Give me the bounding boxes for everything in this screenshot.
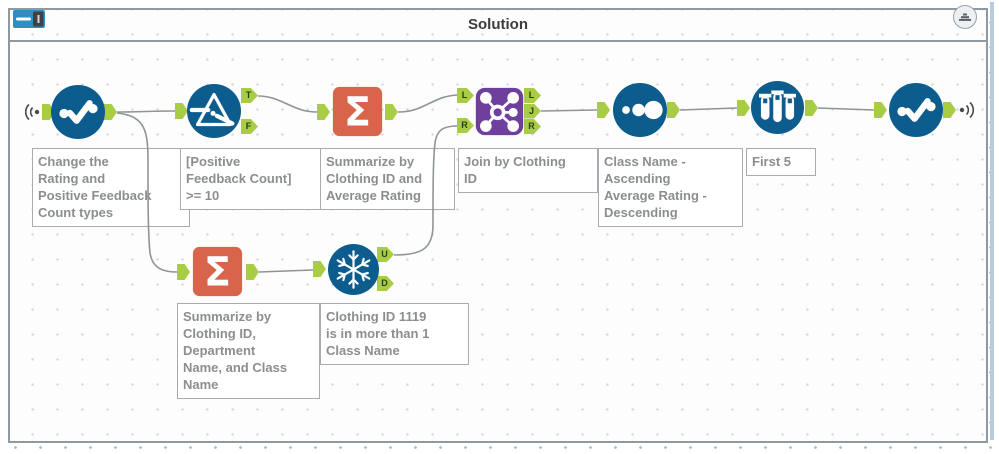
anchor-out-unique-duplicate[interactable]: D: [377, 276, 394, 291]
anchor-out-sort[interactable]: [667, 102, 680, 118]
anchor-out-unique-unique[interactable]: U: [377, 247, 394, 262]
annotation-unique[interactable]: Clothing ID 1119 is in more than 1 Class…: [320, 303, 469, 365]
toggle-switch-icon: [13, 10, 45, 28]
anchor-out-sample[interactable]: [805, 100, 818, 116]
anchor-in-summarize-class[interactable]: [177, 264, 190, 280]
tool-unique[interactable]: [328, 244, 379, 300]
snowflake-icon: [328, 244, 379, 295]
anchor-in-filter[interactable]: [175, 103, 188, 119]
tool-select-initial[interactable]: [51, 85, 105, 144]
anchor-out-select-final[interactable]: [943, 102, 956, 118]
select-icon: [889, 83, 943, 137]
anchor-out-summarize-rating[interactable]: [385, 104, 398, 120]
anchor-in-unique[interactable]: [313, 261, 326, 277]
test-tubes-icon: [751, 81, 804, 134]
anchor-in-select-final[interactable]: [874, 102, 887, 118]
container-collapse-button[interactable]: [953, 5, 977, 29]
annotation-select-initial[interactable]: Change the Rating and Positive Feedback …: [32, 148, 190, 227]
sort-icon: [613, 83, 667, 137]
tool-summarize-class[interactable]: Σ: [191, 245, 244, 303]
join-icon: [475, 87, 524, 136]
anchor-out-filter-false[interactable]: F: [241, 119, 258, 134]
tool-join[interactable]: [474, 86, 525, 142]
container-header[interactable]: Solution: [10, 10, 986, 42]
anchor-out-join-right[interactable]: R: [524, 119, 541, 134]
tool-sort[interactable]: [613, 83, 667, 142]
tool-summarize-rating[interactable]: Σ: [331, 85, 384, 143]
svg-text:Σ: Σ: [204, 250, 231, 296]
annotation-sample[interactable]: First 5: [746, 148, 816, 176]
sigma-icon: Σ: [332, 86, 383, 137]
tool-select-final[interactable]: [889, 83, 943, 142]
annotation-sort[interactable]: Class Name - Ascending Average Rating - …: [598, 148, 743, 227]
anchor-in-summarize-rating[interactable]: [317, 104, 330, 120]
anchor-out-filter-true[interactable]: T: [241, 88, 258, 103]
annotation-summarize-rating[interactable]: Summarize by Clothing ID and Average Rat…: [320, 148, 455, 210]
anchor-out-select-initial[interactable]: [104, 104, 117, 120]
annotation-join[interactable]: Join by Clothing ID: [458, 148, 598, 193]
anchor-in-sort[interactable]: [597, 102, 610, 118]
annotation-filter[interactable]: [Positive Feedback Count] >= 10: [180, 148, 322, 210]
anchor-in-join-right[interactable]: R: [457, 118, 474, 133]
tool-filter[interactable]: [187, 84, 241, 143]
anchor-out-summarize-class[interactable]: [246, 264, 259, 280]
tool-container-solution[interactable]: Solution: [8, 8, 988, 443]
anchor-in-join-left[interactable]: L: [457, 88, 474, 103]
anchor-out-join-join[interactable]: J: [524, 103, 541, 119]
svg-text:Σ: Σ: [344, 90, 371, 136]
annotation-summarize-class[interactable]: Summarize by Clothing ID, Department Nam…: [177, 303, 320, 399]
anchor-out-join-left[interactable]: L: [524, 88, 541, 103]
chevron-up-icon: [959, 13, 971, 21]
container-enable-toggle[interactable]: [13, 10, 45, 33]
sigma-icon: Σ: [192, 246, 243, 297]
canvas-edge-strip: [990, 2, 994, 440]
anchor-in-sample[interactable]: [737, 100, 750, 116]
container-title: Solution: [468, 16, 528, 33]
tool-sample[interactable]: [751, 81, 804, 139]
filter-icon: [187, 84, 241, 138]
select-icon: [51, 85, 105, 139]
